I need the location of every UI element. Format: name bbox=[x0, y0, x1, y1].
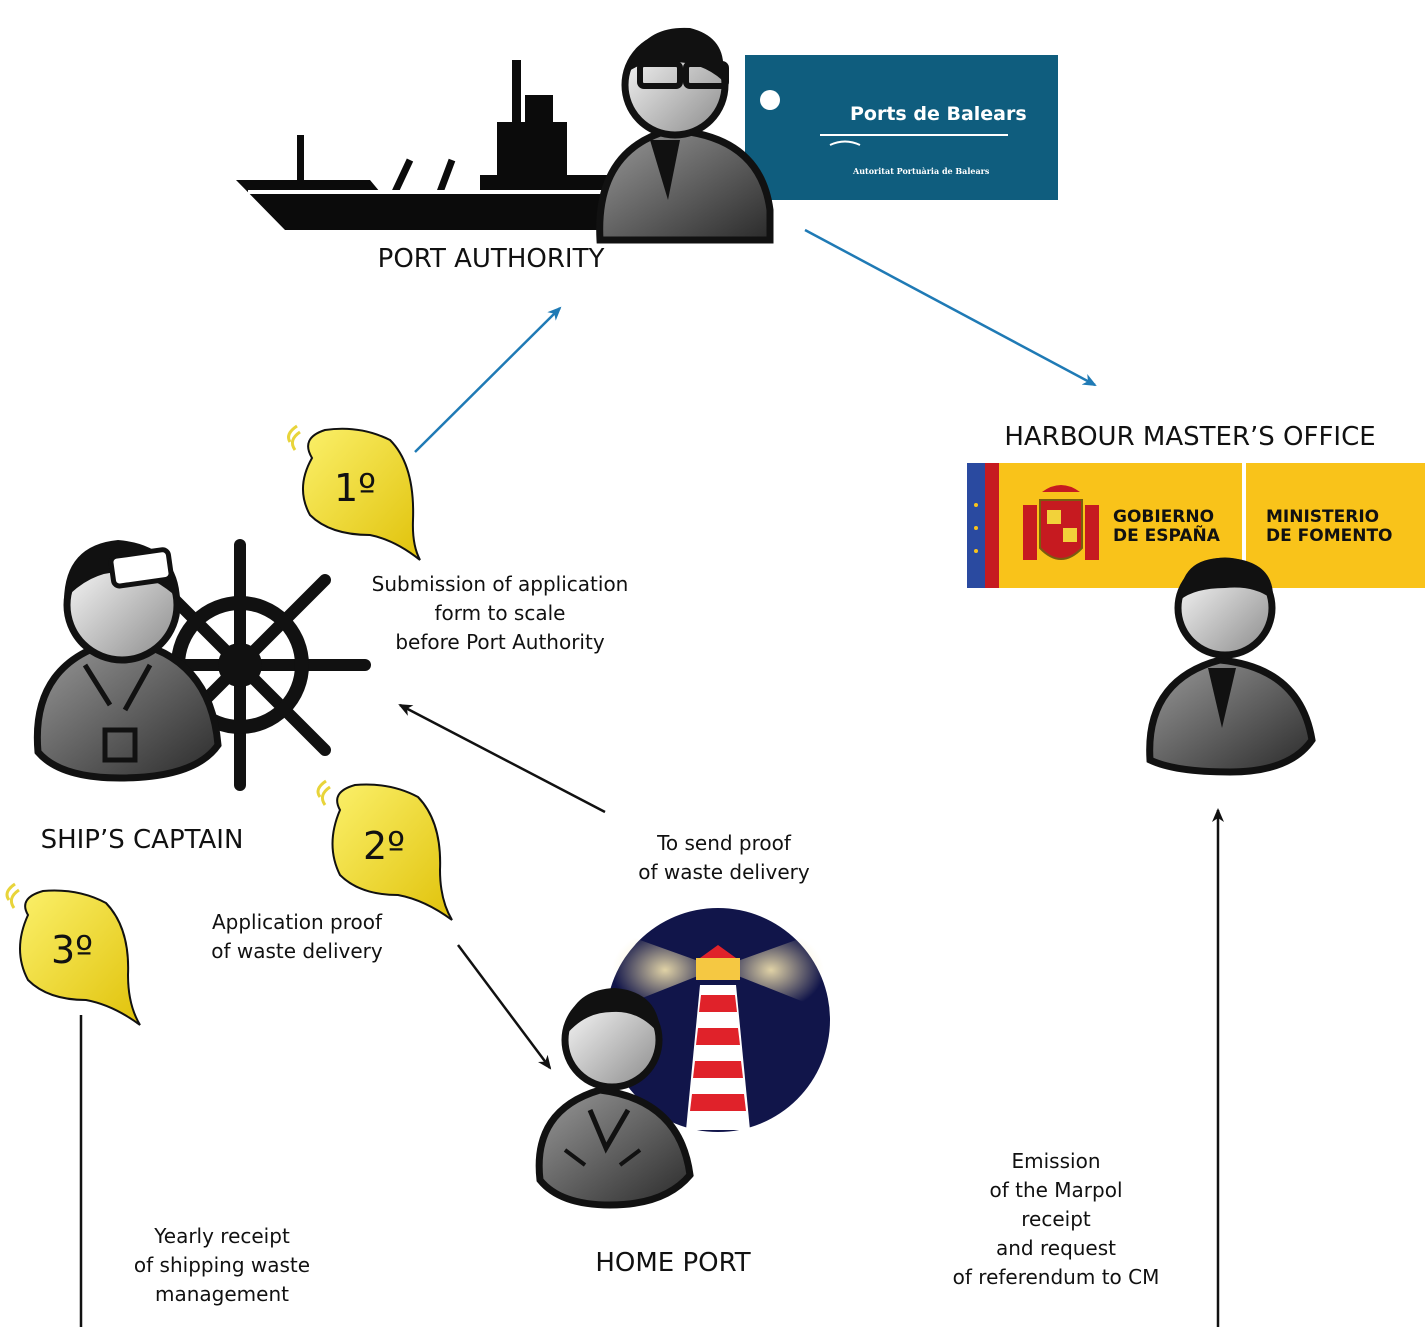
step-1-number: 1º bbox=[333, 466, 377, 510]
arrow-port-authority-to-harbour-master bbox=[804, 228, 1097, 387]
arrow-home-port-to-captain bbox=[398, 703, 606, 814]
arrow-captain-to-home-port bbox=[456, 944, 552, 1070]
ship-captain-label: SHIP’S CAPTAIN bbox=[40, 825, 244, 855]
ports-balears-name: Ports de Balears bbox=[850, 103, 1027, 125]
harbour-master-label: HARBOUR MASTER’S OFFICE bbox=[1004, 422, 1376, 452]
ports-balears-logo bbox=[745, 55, 1058, 200]
send-proof-label: To send proof of waste delivery bbox=[638, 831, 810, 884]
ship-icon bbox=[236, 60, 640, 230]
ministerio-text: MINISTERIO DE FOMENTO bbox=[1266, 507, 1393, 546]
port-authority-label: PORT AUTHORITY bbox=[377, 244, 605, 274]
step-badge-1 bbox=[287, 424, 421, 561]
harbour-master-person-icon bbox=[1146, 557, 1316, 776]
home-port-label: HOME PORT bbox=[595, 1248, 751, 1278]
step-badge-2 bbox=[316, 779, 453, 921]
home-port-person-icon bbox=[535, 988, 694, 1209]
step-2-description: Application proof of waste delivery bbox=[211, 910, 383, 963]
gobierno-text: GOBIERNO DE ESPAÑA bbox=[1113, 507, 1220, 546]
step-2-number: 2º bbox=[362, 824, 406, 868]
step-3-description: Yearly receipt of shipping waste managem… bbox=[133, 1224, 311, 1306]
spain-coat-of-arms-icon bbox=[1023, 485, 1099, 560]
arrow-captain-to-port-authority bbox=[414, 306, 562, 453]
gobierno-ministerio-logo bbox=[967, 463, 1425, 588]
step-1-description: Submission of application form to scale … bbox=[371, 572, 629, 654]
ports-balears-subtitle: Autoritat Portuària de Balears bbox=[853, 166, 990, 176]
step-badge-3 bbox=[5, 882, 141, 1026]
step-3-number: 3º bbox=[50, 928, 94, 972]
port-authority-person-icon bbox=[596, 27, 774, 244]
lighthouse-icon bbox=[606, 908, 830, 1132]
emission-label: Emission of the Marpol receipt and reque… bbox=[952, 1149, 1160, 1289]
ship-captain-person-icon bbox=[33, 540, 222, 782]
ports-balears-emblem-icon bbox=[760, 90, 780, 110]
